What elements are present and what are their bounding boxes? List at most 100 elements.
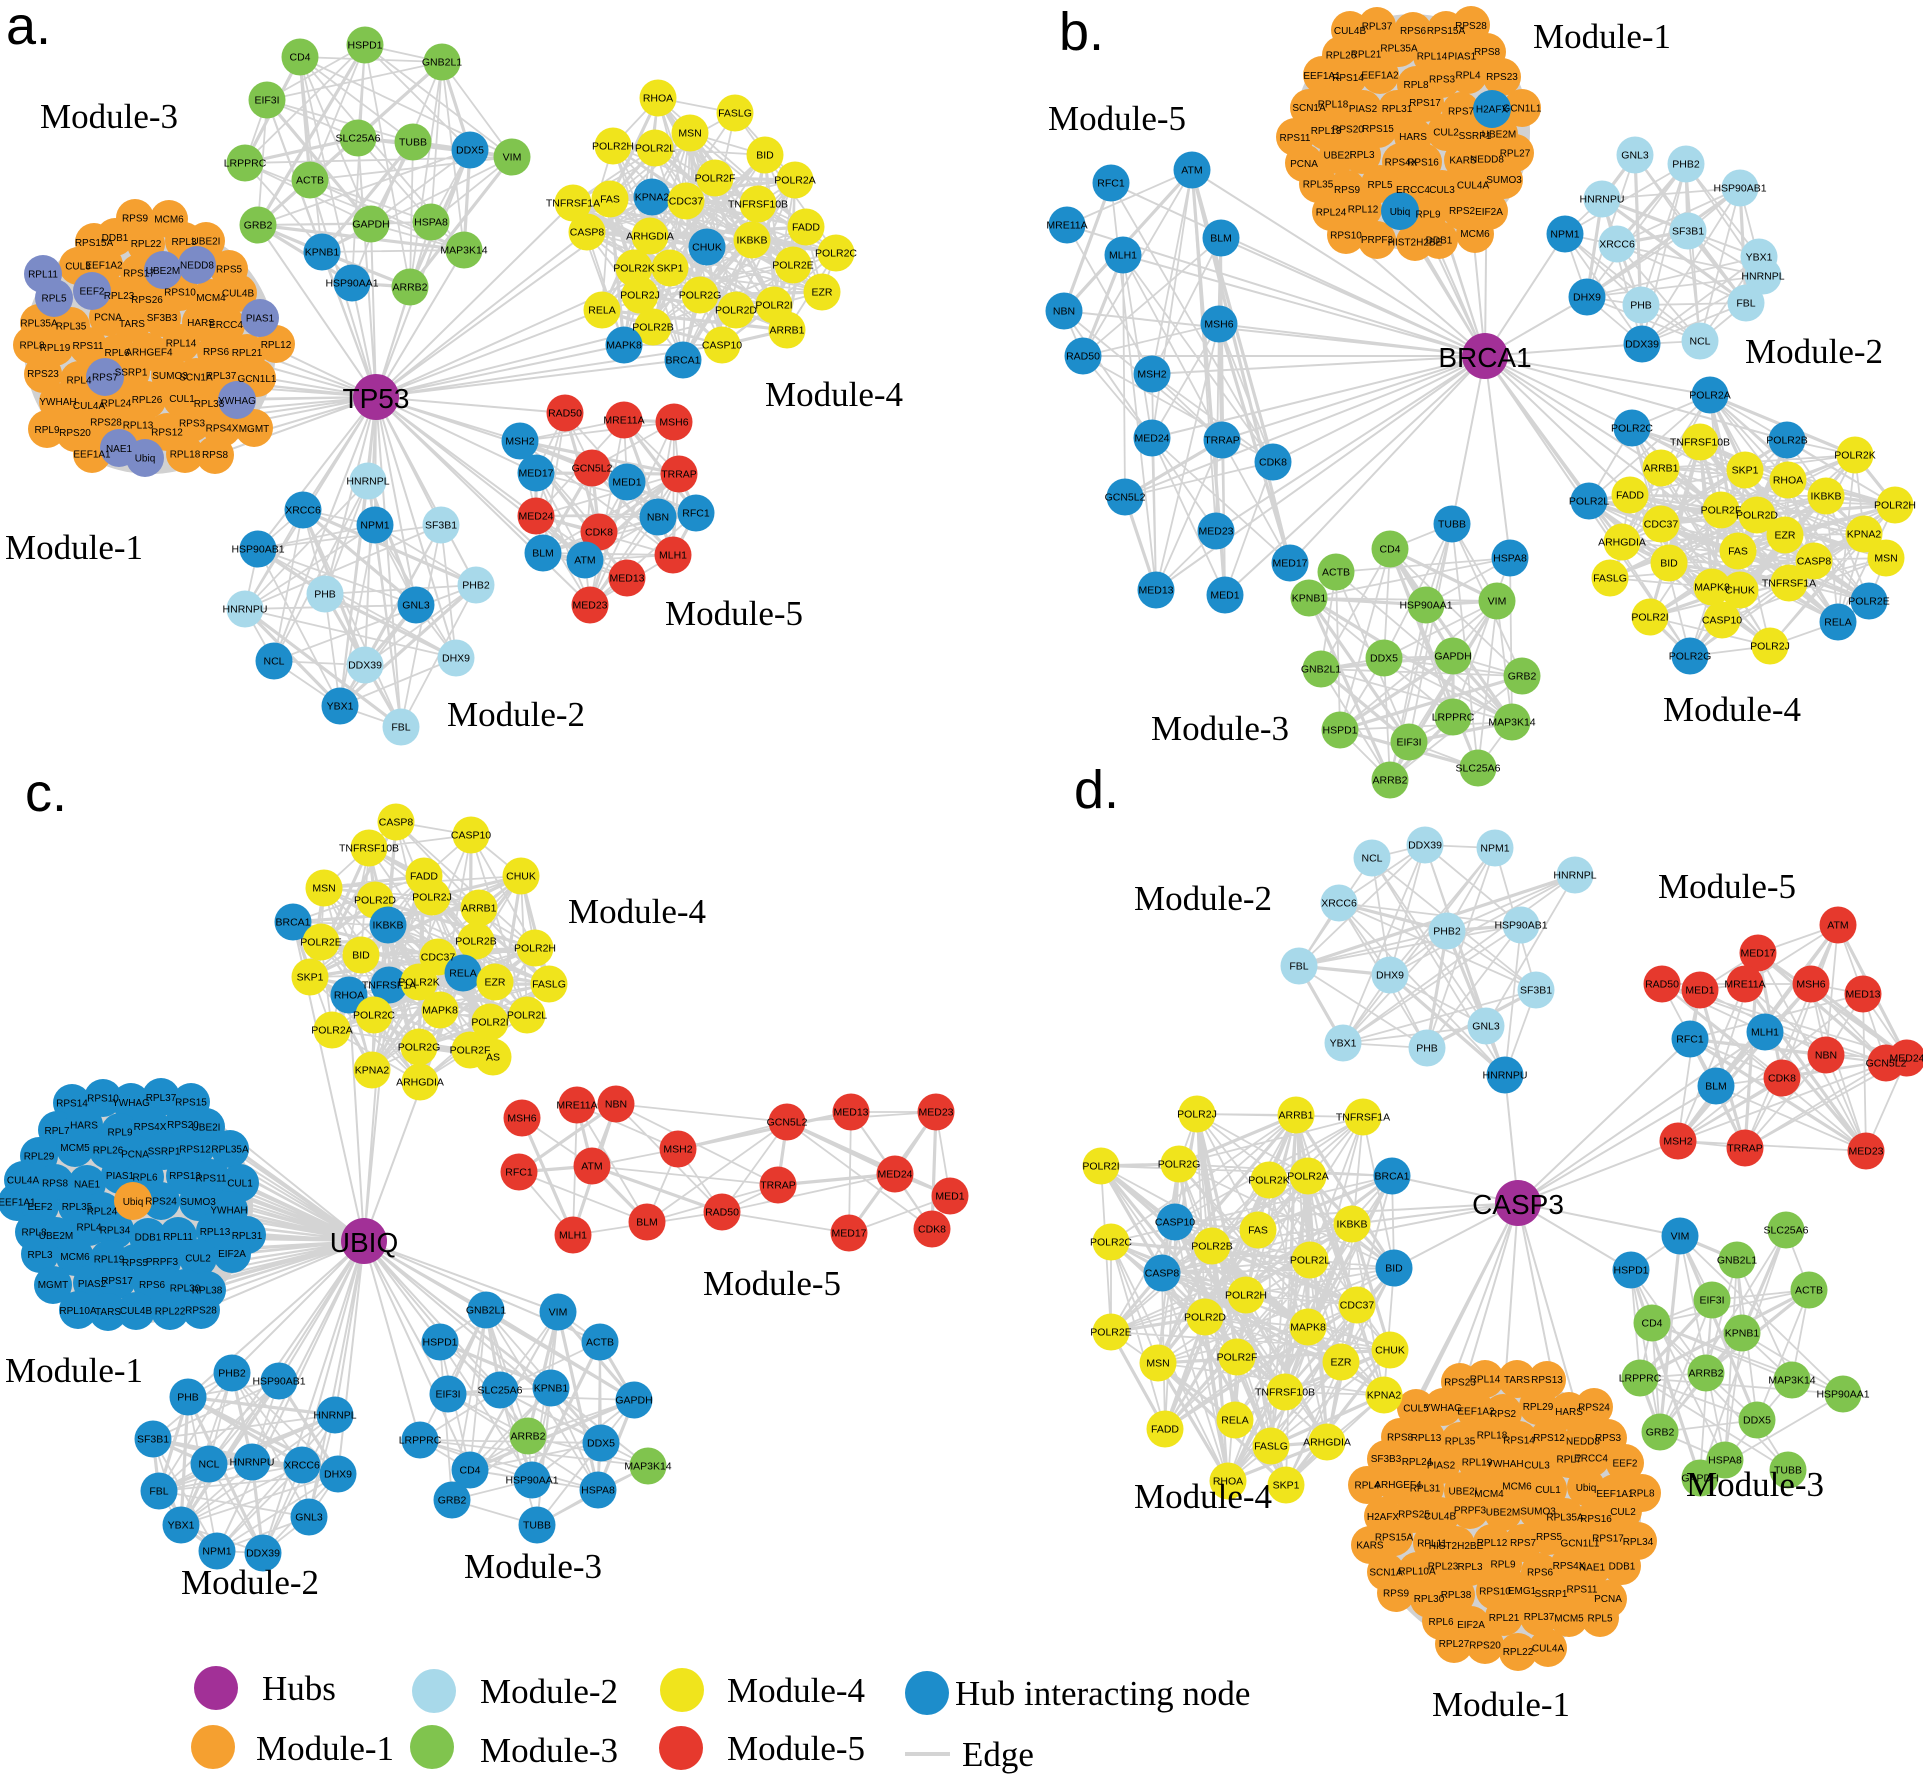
- svg-text:POLR2E: POLR2E: [772, 260, 813, 272]
- svg-text:HNRNPL: HNRNPL: [1553, 870, 1596, 882]
- svg-text:FADD: FADD: [1616, 490, 1644, 502]
- svg-text:MED1: MED1: [1210, 590, 1239, 602]
- svg-text:POLR2E: POLR2E: [1848, 596, 1889, 608]
- svg-text:UBE2M: UBE2M: [1482, 129, 1516, 140]
- svg-text:RPS17: RPS17: [101, 1276, 133, 1287]
- svg-text:POLR2B: POLR2B: [1766, 435, 1807, 447]
- svg-text:POLR2B: POLR2B: [1191, 1241, 1232, 1253]
- svg-text:FASLG: FASLG: [532, 979, 566, 991]
- svg-text:MED24: MED24: [1134, 433, 1169, 445]
- svg-text:XRCC6: XRCC6: [1321, 898, 1357, 910]
- svg-text:ERCC4: ERCC4: [1396, 185, 1430, 196]
- svg-text:RPL24: RPL24: [1316, 207, 1347, 218]
- svg-text:GNB2L1: GNB2L1: [1301, 664, 1341, 676]
- svg-text:BRCA1: BRCA1: [1374, 1171, 1409, 1183]
- svg-text:PHB: PHB: [1416, 1043, 1438, 1055]
- svg-text:CUL1: CUL1: [227, 1178, 253, 1189]
- svg-text:KPNA2: KPNA2: [635, 192, 670, 204]
- svg-text:RPS8: RPS8: [42, 1178, 69, 1189]
- svg-text:POLR2D: POLR2D: [354, 895, 396, 907]
- svg-text:MCM4: MCM4: [1474, 1489, 1504, 1500]
- svg-text:MRE11A: MRE11A: [556, 1100, 597, 1112]
- svg-text:Module-1: Module-1: [256, 1729, 394, 1768]
- svg-text:IKBKB: IKBKB: [1337, 1219, 1368, 1231]
- svg-text:POLR2H: POLR2H: [1874, 500, 1916, 512]
- svg-text:PHB: PHB: [1630, 300, 1652, 312]
- svg-text:RPL24: RPL24: [87, 1207, 118, 1218]
- svg-text:HNRNPL: HNRNPL: [1741, 271, 1784, 283]
- svg-text:POLR2A: POLR2A: [1689, 390, 1730, 402]
- svg-text:TRRAP: TRRAP: [1727, 1143, 1763, 1155]
- svg-text:PIAS2: PIAS2: [1349, 104, 1378, 115]
- svg-text:CUL2: CUL2: [1610, 1507, 1636, 1518]
- svg-text:POLR2I: POLR2I: [1082, 1161, 1119, 1173]
- svg-text:CUL1: CUL1: [1535, 1485, 1561, 1496]
- svg-text:RPL14: RPL14: [1470, 1375, 1501, 1386]
- svg-text:BID: BID: [352, 950, 370, 962]
- svg-text:VIM: VIM: [1671, 1231, 1690, 1243]
- svg-text:POLR2J: POLR2J: [620, 290, 660, 302]
- svg-text:RPL23: RPL23: [1428, 1561, 1459, 1572]
- svg-text:CDC37: CDC37: [669, 196, 704, 208]
- svg-text:RPL19: RPL19: [40, 343, 71, 354]
- svg-text:RPL22: RPL22: [155, 1307, 186, 1318]
- svg-text:MLH1: MLH1: [559, 1230, 587, 1242]
- svg-text:RPS15A: RPS15A: [1375, 1532, 1414, 1543]
- svg-text:MCM6: MCM6: [154, 215, 184, 226]
- svg-text:SSRP1: SSRP1: [148, 1146, 181, 1157]
- svg-text:RAD50: RAD50: [548, 408, 582, 420]
- svg-text:CUL4A: CUL4A: [1532, 1643, 1565, 1654]
- svg-text:POLR2F: POLR2F: [450, 1045, 491, 1057]
- svg-text:NPM1: NPM1: [202, 1546, 231, 1558]
- svg-text:RPL23: RPL23: [104, 291, 135, 302]
- svg-text:MED23: MED23: [572, 600, 607, 612]
- svg-text:EIF2A: EIF2A: [1475, 207, 1503, 218]
- svg-text:RPS6: RPS6: [139, 1280, 166, 1291]
- svg-text:Module-4: Module-4: [1134, 1477, 1272, 1516]
- svg-text:SLC25A6: SLC25A6: [336, 133, 381, 145]
- svg-text:EZR: EZR: [1331, 1357, 1352, 1369]
- svg-text:FASLG: FASLG: [1254, 1441, 1288, 1453]
- svg-text:SF3B1: SF3B1: [137, 1434, 169, 1446]
- svg-text:H2AFX: H2AFX: [1476, 105, 1509, 116]
- svg-text:MRE11A: MRE11A: [603, 415, 644, 427]
- svg-text:MED17: MED17: [831, 1228, 866, 1240]
- svg-text:RAD50: RAD50: [705, 1207, 739, 1219]
- svg-text:RPL6: RPL6: [1428, 1617, 1453, 1628]
- svg-text:RPS23: RPS23: [1486, 72, 1518, 83]
- svg-text:POLR2D: POLR2D: [715, 305, 757, 317]
- svg-text:CUL1: CUL1: [169, 394, 195, 405]
- svg-text:VIM: VIM: [503, 152, 522, 164]
- svg-text:RELA: RELA: [1824, 617, 1851, 629]
- svg-text:FADD: FADD: [792, 222, 820, 234]
- svg-text:MSH2: MSH2: [1663, 1136, 1692, 1148]
- svg-text:HSP90AA1: HSP90AA1: [1816, 1389, 1869, 1401]
- svg-text:RHOA: RHOA: [334, 990, 364, 1002]
- svg-text:ACTB: ACTB: [1322, 567, 1350, 579]
- svg-text:RPL19: RPL19: [94, 1254, 125, 1265]
- svg-text:POLR2I: POLR2I: [471, 1017, 508, 1029]
- svg-text:RPS14: RPS14: [1503, 1436, 1535, 1447]
- svg-text:Module-2: Module-2: [1134, 879, 1272, 918]
- svg-text:ATM: ATM: [1181, 165, 1202, 177]
- svg-text:GNL3: GNL3: [1472, 1021, 1500, 1033]
- svg-text:CDK8: CDK8: [585, 527, 613, 539]
- svg-text:SF3B1: SF3B1: [1520, 985, 1552, 997]
- svg-text:CUL3: CUL3: [1429, 185, 1455, 196]
- svg-text:CDK8: CDK8: [1259, 457, 1287, 469]
- svg-text:TARS: TARS: [119, 319, 145, 330]
- svg-text:RAD50: RAD50: [1066, 351, 1100, 363]
- svg-text:RELA: RELA: [588, 305, 615, 317]
- svg-text:DDB1: DDB1: [102, 233, 129, 244]
- svg-text:CHUK: CHUK: [506, 871, 536, 883]
- svg-text:HSP90AA1: HSP90AA1: [1399, 600, 1452, 612]
- svg-text:POLR2G: POLR2G: [679, 290, 722, 302]
- svg-text:MSN: MSN: [312, 883, 335, 895]
- svg-text:RPL24: RPL24: [101, 399, 132, 410]
- svg-text:MED17: MED17: [1740, 948, 1775, 960]
- svg-text:RPL27: RPL27: [1500, 149, 1531, 160]
- svg-text:Hub interacting node: Hub interacting node: [955, 1674, 1250, 1713]
- svg-text:CDC37: CDC37: [421, 952, 456, 964]
- svg-text:YBX1: YBX1: [1330, 1038, 1357, 1050]
- svg-text:EIF3I: EIF3I: [1699, 1295, 1724, 1307]
